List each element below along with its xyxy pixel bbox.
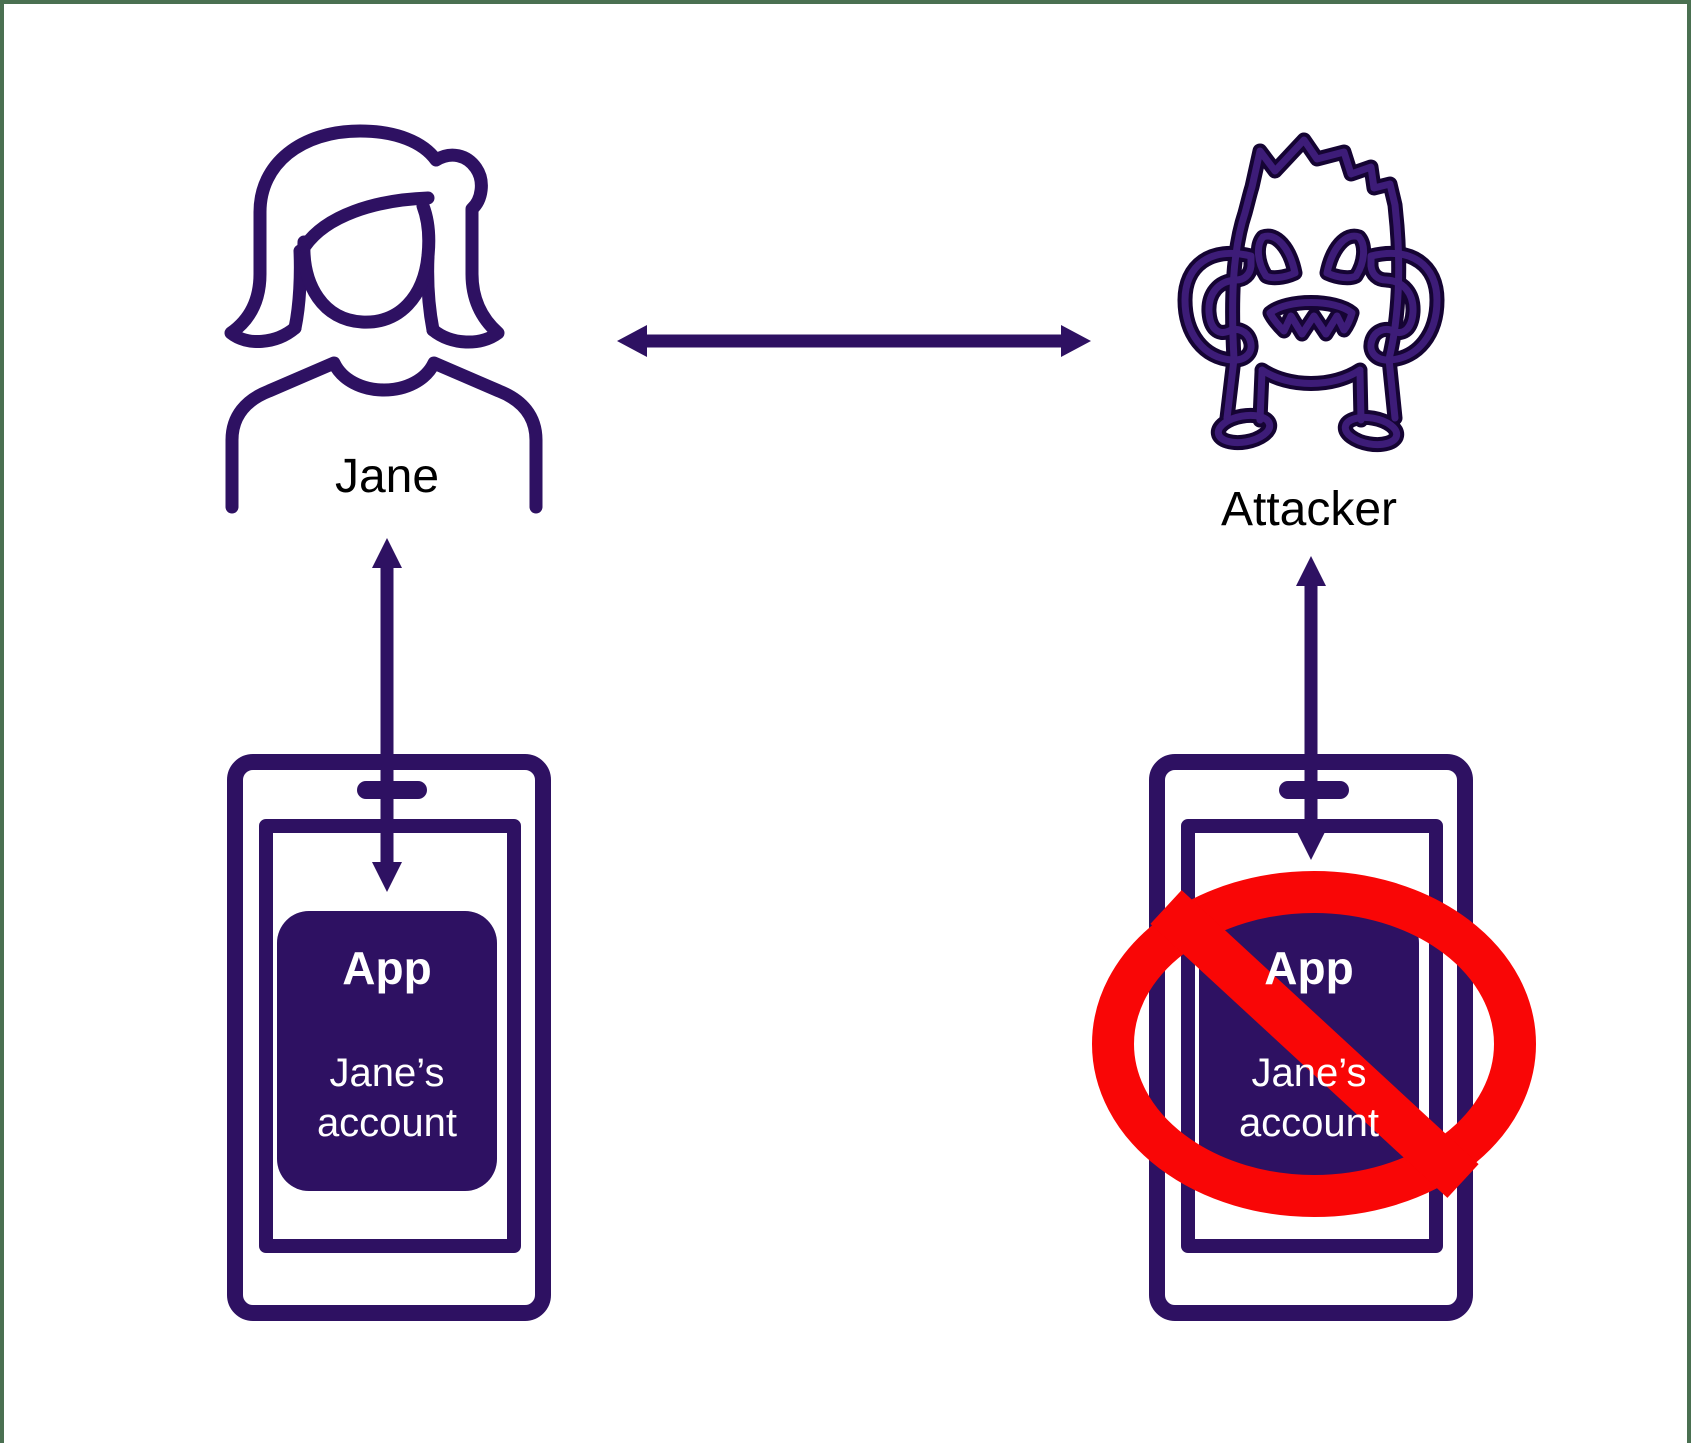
jane-app-account-line2: account (317, 1101, 457, 1145)
jane-phone-arrow (372, 538, 402, 892)
jane-app-text: App Jane’s account (317, 942, 457, 1145)
attacker-app-account-line1: Jane’s (1252, 1051, 1367, 1095)
jane-face (297, 199, 436, 329)
angry-monster-icon (1185, 140, 1437, 448)
attacker-app-title: App (1264, 942, 1353, 994)
jane-label: Jane (335, 450, 439, 503)
jane-app-title: App (342, 942, 431, 994)
jane-torso (225, 356, 543, 514)
attacker-app-text: App Jane’s account (1239, 942, 1379, 1145)
no-access-prohibition-icon (1092, 871, 1536, 1217)
attacker-phone-arrow (1296, 556, 1326, 860)
attacker-app-account-line2: account (1239, 1101, 1379, 1145)
jane-app-box (277, 911, 497, 1191)
jane-attacker-arrow (617, 325, 1091, 357)
woman-user-icon (224, 124, 543, 514)
jane-app-account-line1: Jane’s (330, 1051, 445, 1095)
jane-hair (224, 124, 505, 349)
diagram-svg: Jane Attacker (224, 124, 1536, 1321)
jane-fringe (298, 191, 435, 253)
attacker-label: Attacker (1221, 483, 1397, 536)
